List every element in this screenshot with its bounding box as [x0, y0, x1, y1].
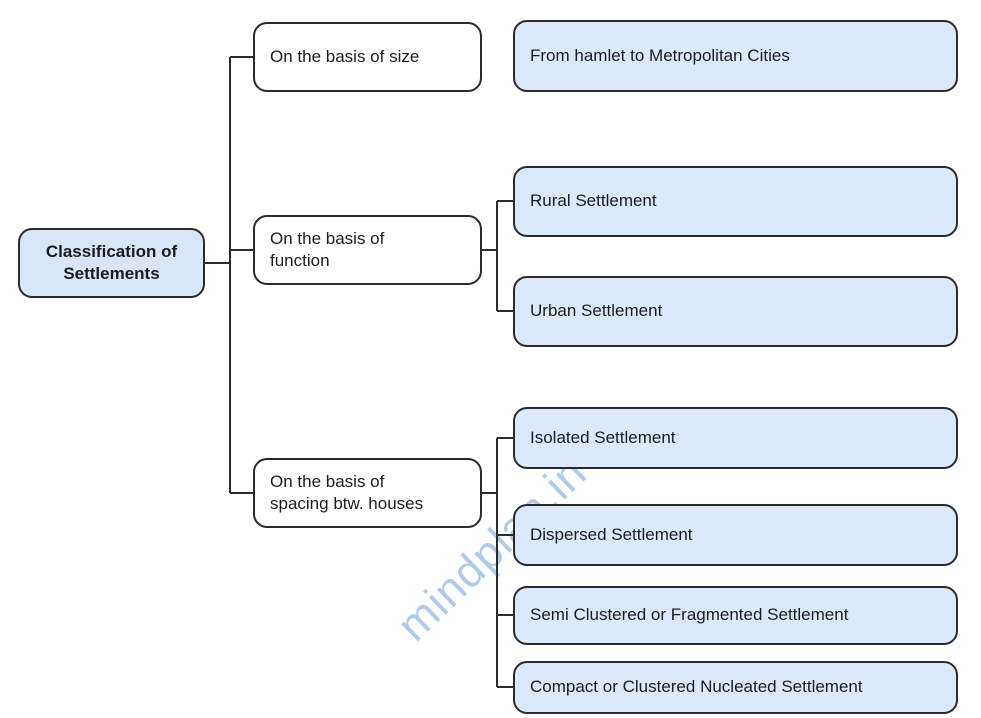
branch-node-basis-of-spacing: On the basis of spacing btw. houses: [253, 458, 482, 528]
branch-spacing-to-child-spine-line: [482, 438, 498, 687]
branch-function-to-child-spine-line: [482, 201, 498, 311]
branch-node-basis-of-function: On the basis of function: [253, 215, 482, 285]
leaf-node-hamlet-to-metropolitan: From hamlet to Metropolitan Cities: [513, 20, 958, 92]
leaf-node-semi-clustered-settlement: Semi Clustered or Fragmented Settlement: [513, 586, 958, 645]
root-node-classification-of-settlements: Classification of Settlements: [18, 228, 205, 298]
leaf-node-dispersed-settlement: Dispersed Settlement: [513, 504, 958, 566]
leaf-node-rural-settlement: Rural Settlement: [513, 166, 958, 237]
leaf-node-compact-clustered-settlement: Compact or Clustered Nucleated Settlemen…: [513, 661, 958, 714]
leaf-node-urban-settlement: Urban Settlement: [513, 276, 958, 347]
leaf-node-isolated-settlement: Isolated Settlement: [513, 407, 958, 469]
branch-node-basis-of-size: On the basis of size: [253, 22, 482, 92]
